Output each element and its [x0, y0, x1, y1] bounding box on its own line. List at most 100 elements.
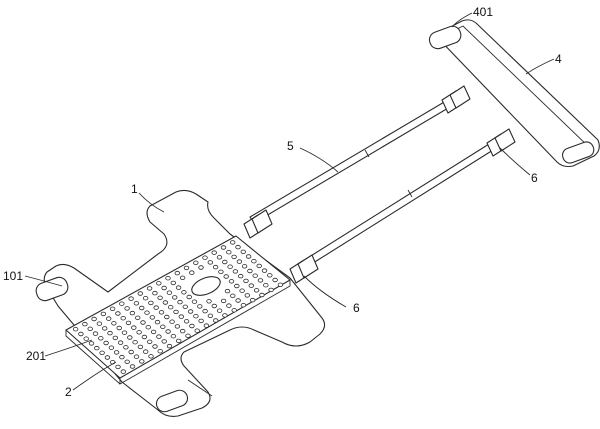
perforation-hole	[119, 301, 125, 306]
perforation-hole	[164, 314, 170, 320]
perforation-hole	[107, 330, 113, 336]
perforation-hole	[145, 325, 151, 330]
perforation-hole	[230, 293, 236, 298]
perforation-hole	[123, 345, 129, 350]
center-opening	[191, 276, 221, 296]
perforation-hole	[87, 326, 93, 331]
perforated-board	[65, 235, 291, 385]
perforation-hole	[94, 345, 100, 351]
label-101: 101	[3, 269, 23, 283]
perforation-hole	[166, 343, 173, 349]
perforation-hole	[234, 283, 240, 289]
label-401: 401	[473, 5, 493, 19]
foot-grip-hole	[35, 276, 69, 302]
perforation-hole	[256, 263, 262, 269]
perforation-hole	[222, 313, 228, 318]
perforation-hole	[203, 323, 210, 328]
perforation-hole	[140, 320, 146, 325]
perforation-hole	[129, 310, 136, 316]
head-grip-hole	[428, 25, 462, 50]
perforation-hole	[223, 274, 229, 279]
perforation-hole	[158, 310, 165, 315]
perforation-hole	[142, 349, 149, 354]
perforation-hole	[165, 276, 171, 281]
perforation-hole	[128, 349, 134, 355]
perforation-hole	[92, 331, 99, 336]
perforation-hole	[134, 315, 141, 320]
perforation-hole	[170, 334, 177, 339]
perforation-hole	[239, 288, 245, 293]
perforation-hole	[178, 314, 184, 319]
perforation-hole	[150, 329, 157, 335]
perforation-hole	[138, 305, 145, 311]
perforation-hole	[129, 364, 136, 369]
perforation-hole	[137, 344, 144, 350]
perforation-hole	[121, 330, 128, 335]
perforation-holes	[72, 240, 284, 374]
label-5: 5	[287, 139, 294, 153]
perforation-hole	[193, 260, 199, 265]
perforation-hole	[224, 288, 231, 294]
perforation-hole	[88, 341, 95, 346]
perforation-hole	[109, 306, 116, 311]
perforation-hole	[152, 344, 158, 349]
foot-grip-hole	[155, 389, 189, 413]
perforation-hole	[181, 290, 187, 295]
perforation-hole	[179, 275, 186, 280]
perforation-hole	[141, 334, 148, 340]
perforation-hole	[99, 350, 105, 355]
perforation-hole	[161, 339, 167, 344]
perforation-hole	[232, 269, 239, 274]
perforation-hole	[175, 338, 182, 344]
perforation-hole	[244, 293, 250, 298]
upper-strap	[249, 97, 456, 224]
perforation-hole	[211, 250, 217, 255]
perforation-hole	[144, 310, 150, 315]
perforation-hole	[182, 304, 188, 309]
perforation-hole	[146, 339, 153, 344]
perforation-hole	[259, 292, 265, 298]
buckle	[243, 209, 273, 239]
perforation-hole	[261, 268, 268, 273]
perforation-hole	[124, 359, 130, 364]
perforation-hole	[216, 255, 223, 260]
perforation-hole	[235, 298, 241, 303]
perforation-hole	[127, 335, 133, 340]
perforation-hole	[131, 325, 137, 330]
head-grip-hole	[561, 141, 595, 164]
perforation-hole	[105, 316, 112, 321]
perforation-hole	[120, 369, 126, 374]
perforation-hole	[193, 314, 199, 319]
perforation-hole	[187, 309, 194, 314]
perforation-hole	[245, 254, 252, 259]
perforation-hole	[116, 325, 122, 331]
perforation-hole	[167, 305, 174, 310]
perforation-hole	[160, 324, 166, 329]
perforation-hole	[156, 281, 162, 286]
perforation-hole	[183, 265, 190, 271]
perforation-hole	[243, 278, 249, 284]
perforation-hole	[171, 295, 178, 300]
perforation-hole	[108, 345, 115, 350]
perforation-hole	[212, 318, 219, 323]
perforation-hole	[220, 298, 227, 304]
perforation-hole	[161, 285, 167, 291]
perforation-hole	[157, 295, 163, 300]
perforation-hole	[83, 336, 89, 341]
perforation-hole	[169, 319, 175, 324]
perforation-hole	[165, 329, 171, 334]
perforation-hole	[218, 269, 224, 274]
perforation-hole	[125, 320, 132, 326]
label-201: 201	[26, 349, 46, 363]
perforation-hole	[257, 278, 264, 283]
perforation-hole	[249, 297, 256, 303]
buckle	[441, 85, 471, 114]
perforation-hole	[173, 309, 179, 315]
perforation-hole	[152, 290, 158, 296]
leader-lines	[24, 12, 555, 391]
perforation-hole	[153, 305, 159, 310]
label-6-lower: 6	[353, 301, 360, 315]
perforation-hole	[240, 303, 247, 308]
perforation-hole	[226, 303, 232, 308]
